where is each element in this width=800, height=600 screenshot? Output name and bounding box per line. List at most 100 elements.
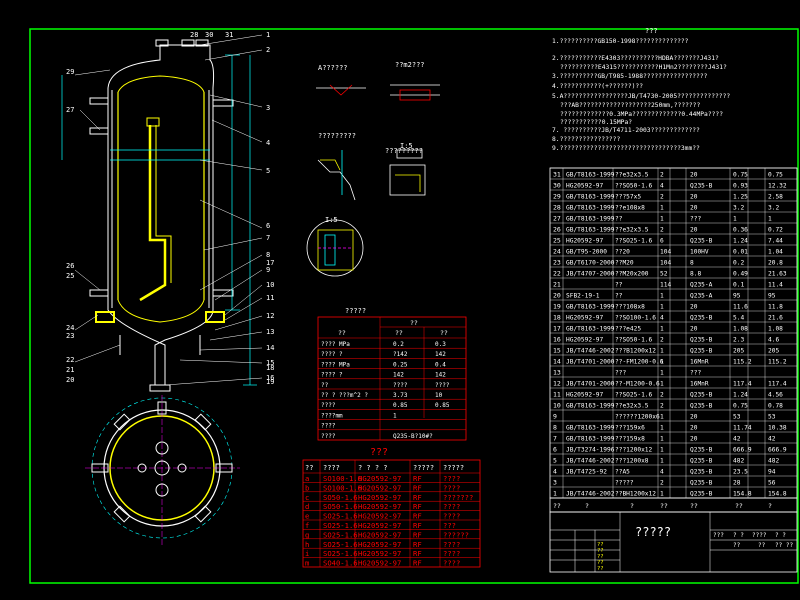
bom-row-no: 12 xyxy=(553,380,561,388)
design-row-value: 0.25 xyxy=(393,361,408,368)
bom-row-qty: 2 xyxy=(660,172,664,179)
design-row-label: ???? ? xyxy=(321,351,343,358)
design-header-cell: ?? xyxy=(440,329,448,337)
svg-text:11: 11 xyxy=(266,294,274,302)
design-row-value: 0.3 xyxy=(435,341,446,348)
vessel-elevation xyxy=(89,39,234,392)
nozzle-row-cell: i xyxy=(305,549,309,558)
svg-text:4.???????????(+??????)??: 4.???????????(+??????)?? xyxy=(552,83,643,90)
nozzle-row-cell: SO25-1.6 xyxy=(323,540,358,549)
bom-row-name: ??BH1200x12 xyxy=(615,491,656,498)
svg-text:6: 6 xyxy=(266,222,270,230)
bom-row-total-mass: 42 xyxy=(768,436,776,443)
bom-row-name: ?? xyxy=(615,216,623,223)
svg-text:??: ?? xyxy=(597,554,604,560)
bom-row-qty: 2 xyxy=(660,337,664,344)
bom-row-material: Q235-B xyxy=(690,480,713,487)
bom-row-total-mass: 2.58 xyxy=(768,194,783,201)
bom-row-total-mass: 11.8 xyxy=(768,304,783,311)
drawing-frame xyxy=(29,28,799,584)
bom-row-name: ???159x8 xyxy=(615,436,645,443)
bom-row-code: HG20592-97 xyxy=(566,238,604,245)
nozzle-row-cell: a xyxy=(305,474,309,483)
nozzle-row-cell: SO25-1.6 xyxy=(323,512,358,521)
nozzle-header-cell: ????? xyxy=(413,464,434,472)
bom-row-total-mass: 117.4 xyxy=(768,381,787,388)
svg-text:????: ???? xyxy=(752,532,767,539)
bom-row-no: 31 xyxy=(553,171,561,179)
bom-row-no: 24 xyxy=(553,248,561,256)
svg-text:1: 1 xyxy=(266,31,270,39)
bom-row-unit-mass: 95 xyxy=(733,293,741,300)
svg-text:?? ??: ?? ?? xyxy=(775,542,793,549)
bom-row-total-mass: 154.8 xyxy=(768,491,787,498)
bom-row-code: JB/T4701-2000 xyxy=(566,359,615,366)
bom-row-material: Q235-B xyxy=(690,183,713,190)
bom-row-no: 3 xyxy=(553,479,557,487)
bom-header-cell: ?? xyxy=(690,502,698,510)
svg-text:27: 27 xyxy=(66,106,74,114)
bom-row-qty: 1 xyxy=(660,381,664,388)
bom-row-no: 7 xyxy=(553,435,557,443)
design-row-value: 10 xyxy=(435,392,443,399)
bom-row-material: 8 xyxy=(690,260,694,267)
svg-text:3.??????????GB/T985-1988??????: 3.??????????GB/T985-1988????????????????… xyxy=(552,73,708,80)
bom-row-no: 16 xyxy=(553,336,561,344)
bom-row-total-mass: 205 xyxy=(768,348,779,355)
bom-row-no: 21 xyxy=(553,281,561,289)
bom-row-code: JB/T4725-92 xyxy=(566,469,607,476)
bom-row-qty: 2 xyxy=(660,227,664,234)
bom-row-name: ??e32x3.5 xyxy=(615,227,649,234)
svg-text:19: 19 xyxy=(266,378,274,386)
bom-row-unit-mass: 11.6 xyxy=(733,304,748,311)
bom-row-code: GB/T8163-1999 xyxy=(566,403,615,410)
bom-row-total-mass: 21.63 xyxy=(768,271,787,278)
nozzle-row-cell: ???? xyxy=(443,559,460,568)
nozzle-row-cell: HG20592-97 xyxy=(358,530,401,539)
bom-row-no: 14 xyxy=(553,358,561,366)
bom-header-cell: ? xyxy=(585,502,589,510)
design-header-cell: ?? xyxy=(410,319,418,327)
bom-row-qty: 2 xyxy=(660,403,664,410)
svg-text:2.???????????E4303??????????HD: 2.???????????E4303??????????HDBA???????J… xyxy=(552,55,719,62)
bom-row-no: 22 xyxy=(553,270,561,278)
nozzle-row-cell: RF xyxy=(413,530,422,539)
bom-row-total-mass: 482 xyxy=(768,458,779,465)
design-row-label: ???? xyxy=(321,423,336,430)
nozzle-row-cell: SO25-1.6 xyxy=(323,530,358,539)
bom-row-material: 16MnR xyxy=(690,359,709,366)
bom-row-no: 13 xyxy=(553,369,561,377)
technical-notes: ??? 1.??????????GB150-1998??????????????… xyxy=(552,27,730,152)
design-row-value: Q235-B?10#? xyxy=(393,433,433,440)
svg-text:3: 3 xyxy=(266,104,270,112)
bom-row-material: Q235-B xyxy=(690,491,713,498)
nozzle-row-cell: HG20592-97 xyxy=(358,559,401,568)
bom-row-total-mass: 1 xyxy=(768,216,772,223)
bom-row-material: 20 xyxy=(690,425,698,432)
bom-row-material: 20 xyxy=(690,436,698,443)
bom-row-name: ???B1200x12 xyxy=(615,348,656,355)
nozzle-row-cell: RF xyxy=(413,512,422,521)
design-table-title: ????? xyxy=(345,307,366,315)
bom-row-material: ??? xyxy=(690,370,701,377)
nozzle-header-cell: ? ? ? ? xyxy=(358,464,388,472)
inner-tube xyxy=(139,125,167,302)
bom-row-total-mass: 0.72 xyxy=(768,227,783,234)
design-row-label: ???? ? xyxy=(321,372,343,379)
bom-row-unit-mass: 42 xyxy=(733,436,741,443)
top-nozzle-flange xyxy=(155,39,169,47)
bom-row-qty: 114 xyxy=(660,282,671,289)
bom-row-material: 16MnR xyxy=(690,381,709,388)
bom-row-no: 17 xyxy=(553,325,561,333)
svg-text:4: 4 xyxy=(266,139,270,147)
nozzle-row-cell: m xyxy=(305,559,309,568)
svg-text:? ?: ? ? xyxy=(733,532,744,539)
support-lug-left xyxy=(95,311,115,323)
bom-row-unit-mass: 115.2 xyxy=(733,359,752,366)
design-row-label: ?? ? ???m^2 ? xyxy=(321,392,368,399)
design-row-value: ???? xyxy=(393,382,408,389)
svg-text:?????????: ????????? xyxy=(385,147,423,155)
detail-labels: A?????? ??m2??? ????????? ????????? I:5 … xyxy=(318,61,425,224)
bom-row-material: Q235-B xyxy=(690,447,713,454)
